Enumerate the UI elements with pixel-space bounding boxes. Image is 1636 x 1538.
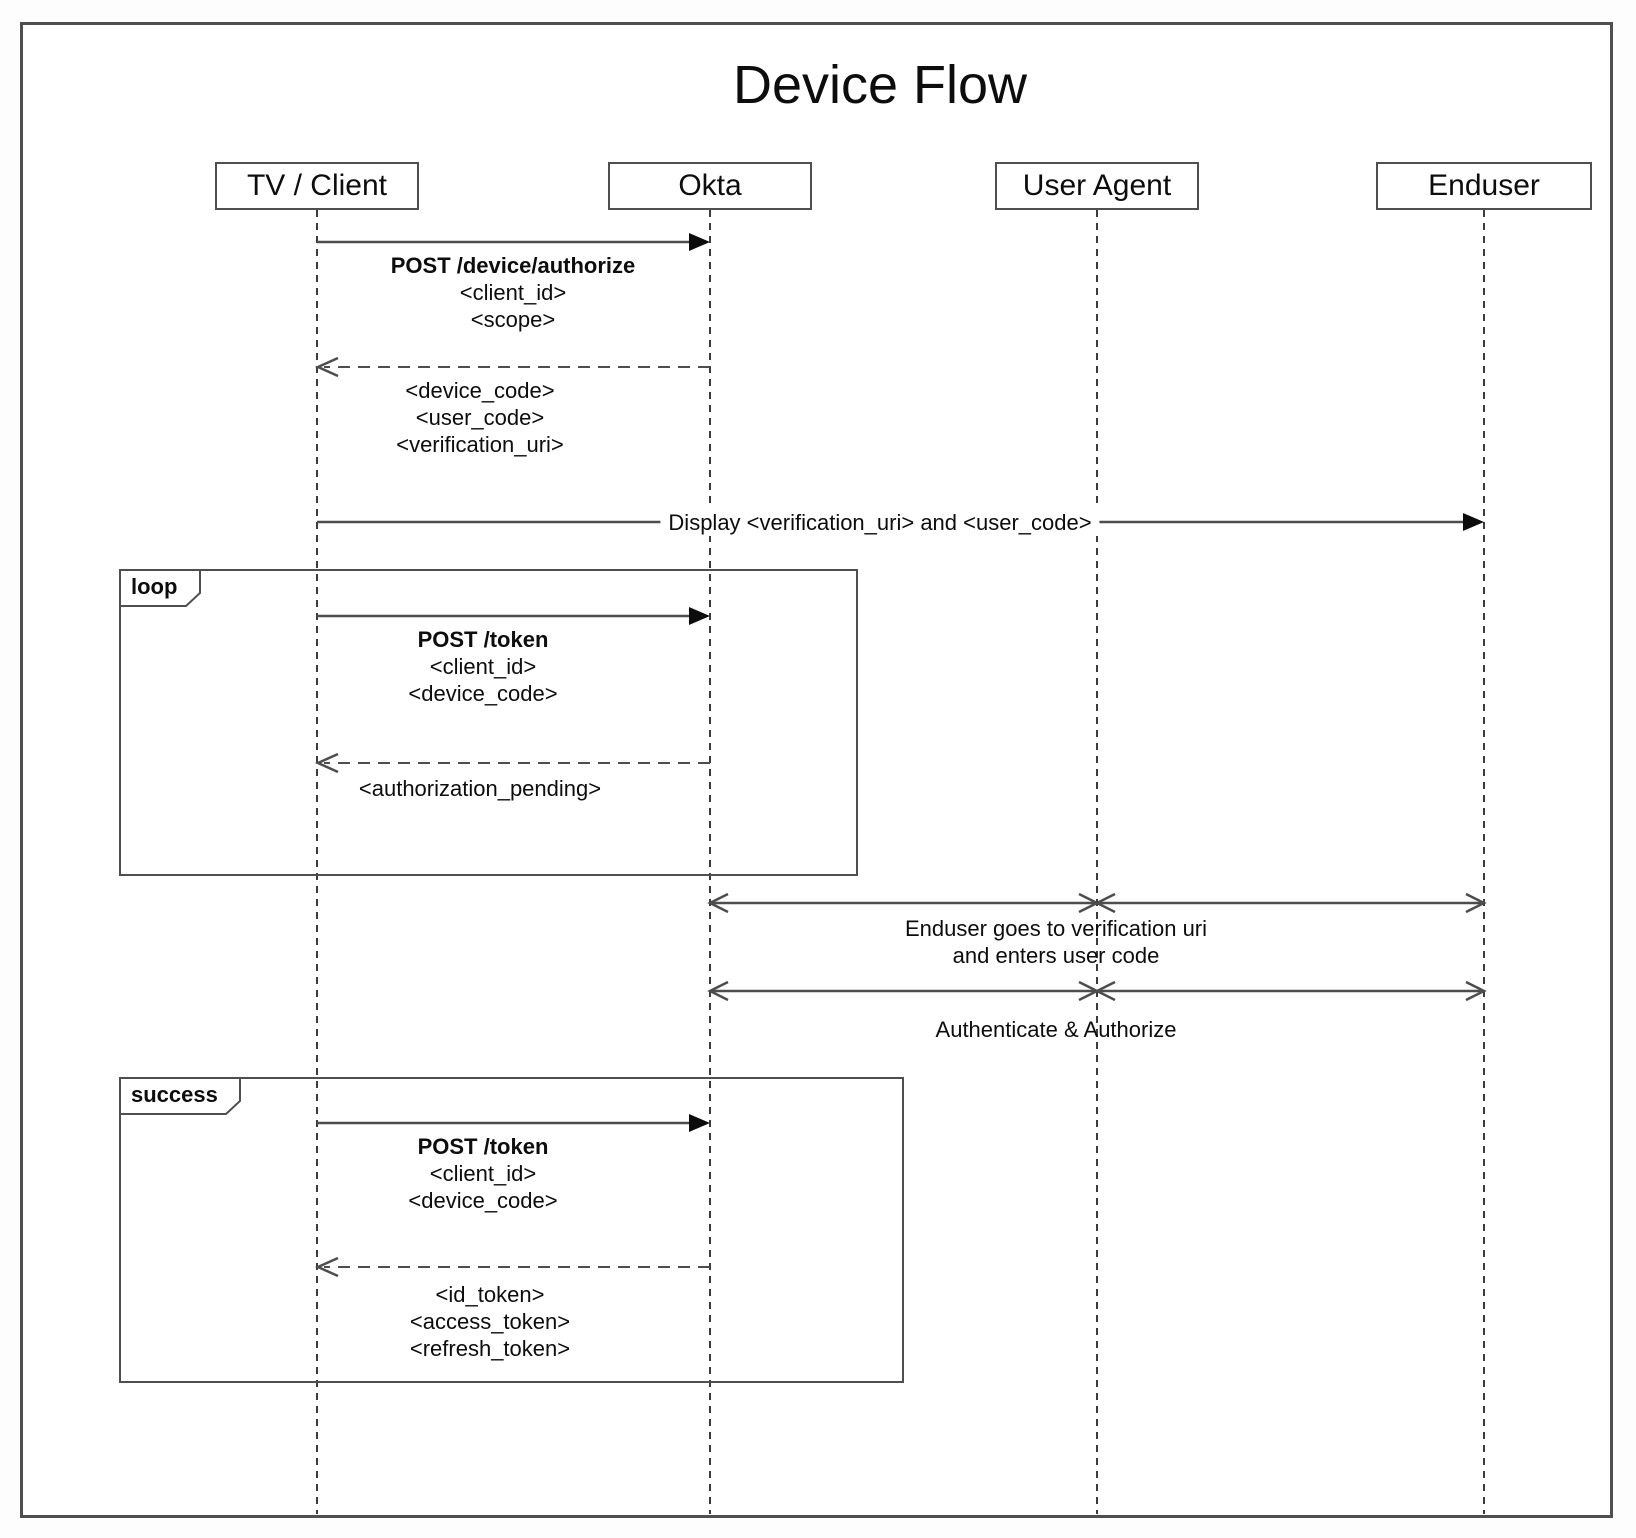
actor-label-okta: Okta [678, 169, 742, 202]
message-param: <scope> [470, 307, 556, 332]
message-label-token-poll-response: <authorization_pending> [358, 776, 602, 801]
message-param: <user_code> [415, 405, 545, 430]
diagram-title: Device Flow [732, 55, 1028, 115]
arrowhead-device-authorize-request [689, 233, 710, 251]
arrowhead-authenticate-okta [707, 980, 729, 1002]
message-title-token-poll-request: POST /token [417, 627, 549, 652]
arrowhead-token-success-request [689, 1114, 710, 1132]
message-text-line: and enters user code [952, 943, 1160, 968]
message-label-display-verification: Display <verification_uri> and <user_cod… [660, 509, 1100, 536]
actor-box-okta: Okta [608, 162, 812, 210]
diagram-frame [20, 22, 1613, 1518]
actor-box-user-agent: User Agent [995, 162, 1199, 210]
message-param: <client_id> [429, 654, 537, 679]
arrowhead-display-verification [1463, 513, 1484, 531]
message-param: <client_id> [429, 1161, 537, 1186]
message-title-device-authorize-request: POST /device/authorize [390, 253, 636, 278]
arrowhead-device-authorize-response [314, 356, 339, 378]
success-fragment-box [119, 1077, 904, 1383]
message-param: <device_code> [405, 378, 555, 403]
message-param: <client_id> [459, 280, 567, 305]
arrowhead-token-poll-response [314, 752, 339, 774]
loop-fragment-tab [119, 569, 201, 607]
actor-label-user-agent: User Agent [1022, 169, 1172, 202]
actor-box-enduser: Enduser [1376, 162, 1592, 210]
message-label-token-success-request: POST /token <client_id> <device_code> [408, 1133, 557, 1214]
message-param: <device_code> [408, 1188, 558, 1213]
message-label-user-verification: Enduser goes to verification uri and ent… [905, 915, 1207, 969]
arrowhead-authenticate-enduser [1465, 980, 1487, 1002]
message-param: <verification_uri> [396, 432, 564, 457]
message-label-authenticate-authorize: Authenticate & Authorize [935, 1017, 1177, 1042]
message-param: <access_token> [409, 1309, 571, 1334]
success-fragment-label: success [131, 1082, 218, 1107]
actor-box-tv-client: TV / Client [215, 162, 419, 210]
loop-fragment-box [119, 569, 858, 876]
arrowhead-token-success-response [314, 1256, 339, 1278]
loop-fragment-label: loop [131, 574, 178, 599]
message-title-token-success-request: POST /token [417, 1134, 549, 1159]
message-param: <id_token> [435, 1282, 545, 1307]
arrowhead-user-verification-ua-right [1094, 892, 1116, 914]
message-param: <device_code> [408, 681, 558, 706]
arrowhead-user-verification-enduser [1465, 892, 1487, 914]
arrowhead-token-poll-request [689, 607, 710, 625]
message-text-line: Enduser goes to verification uri [904, 916, 1208, 941]
message-label-device-authorize-response: <device_code> <user_code> <verification_… [396, 377, 564, 458]
message-param: <refresh_token> [409, 1336, 571, 1361]
arrowhead-authenticate-ua-right [1094, 980, 1116, 1002]
actor-label-tv-client: TV / Client [246, 169, 388, 202]
message-label-token-poll-request: POST /token <client_id> <device_code> [408, 626, 557, 707]
message-label-device-authorize-request: POST /device/authorize <client_id> <scop… [391, 252, 636, 333]
success-fragment-tab [119, 1077, 241, 1115]
arrowhead-user-verification-okta [707, 892, 729, 914]
message-label-token-success-response: <id_token> <access_token> <refresh_token… [410, 1281, 570, 1362]
actor-label-enduser: Enduser [1428, 169, 1540, 202]
